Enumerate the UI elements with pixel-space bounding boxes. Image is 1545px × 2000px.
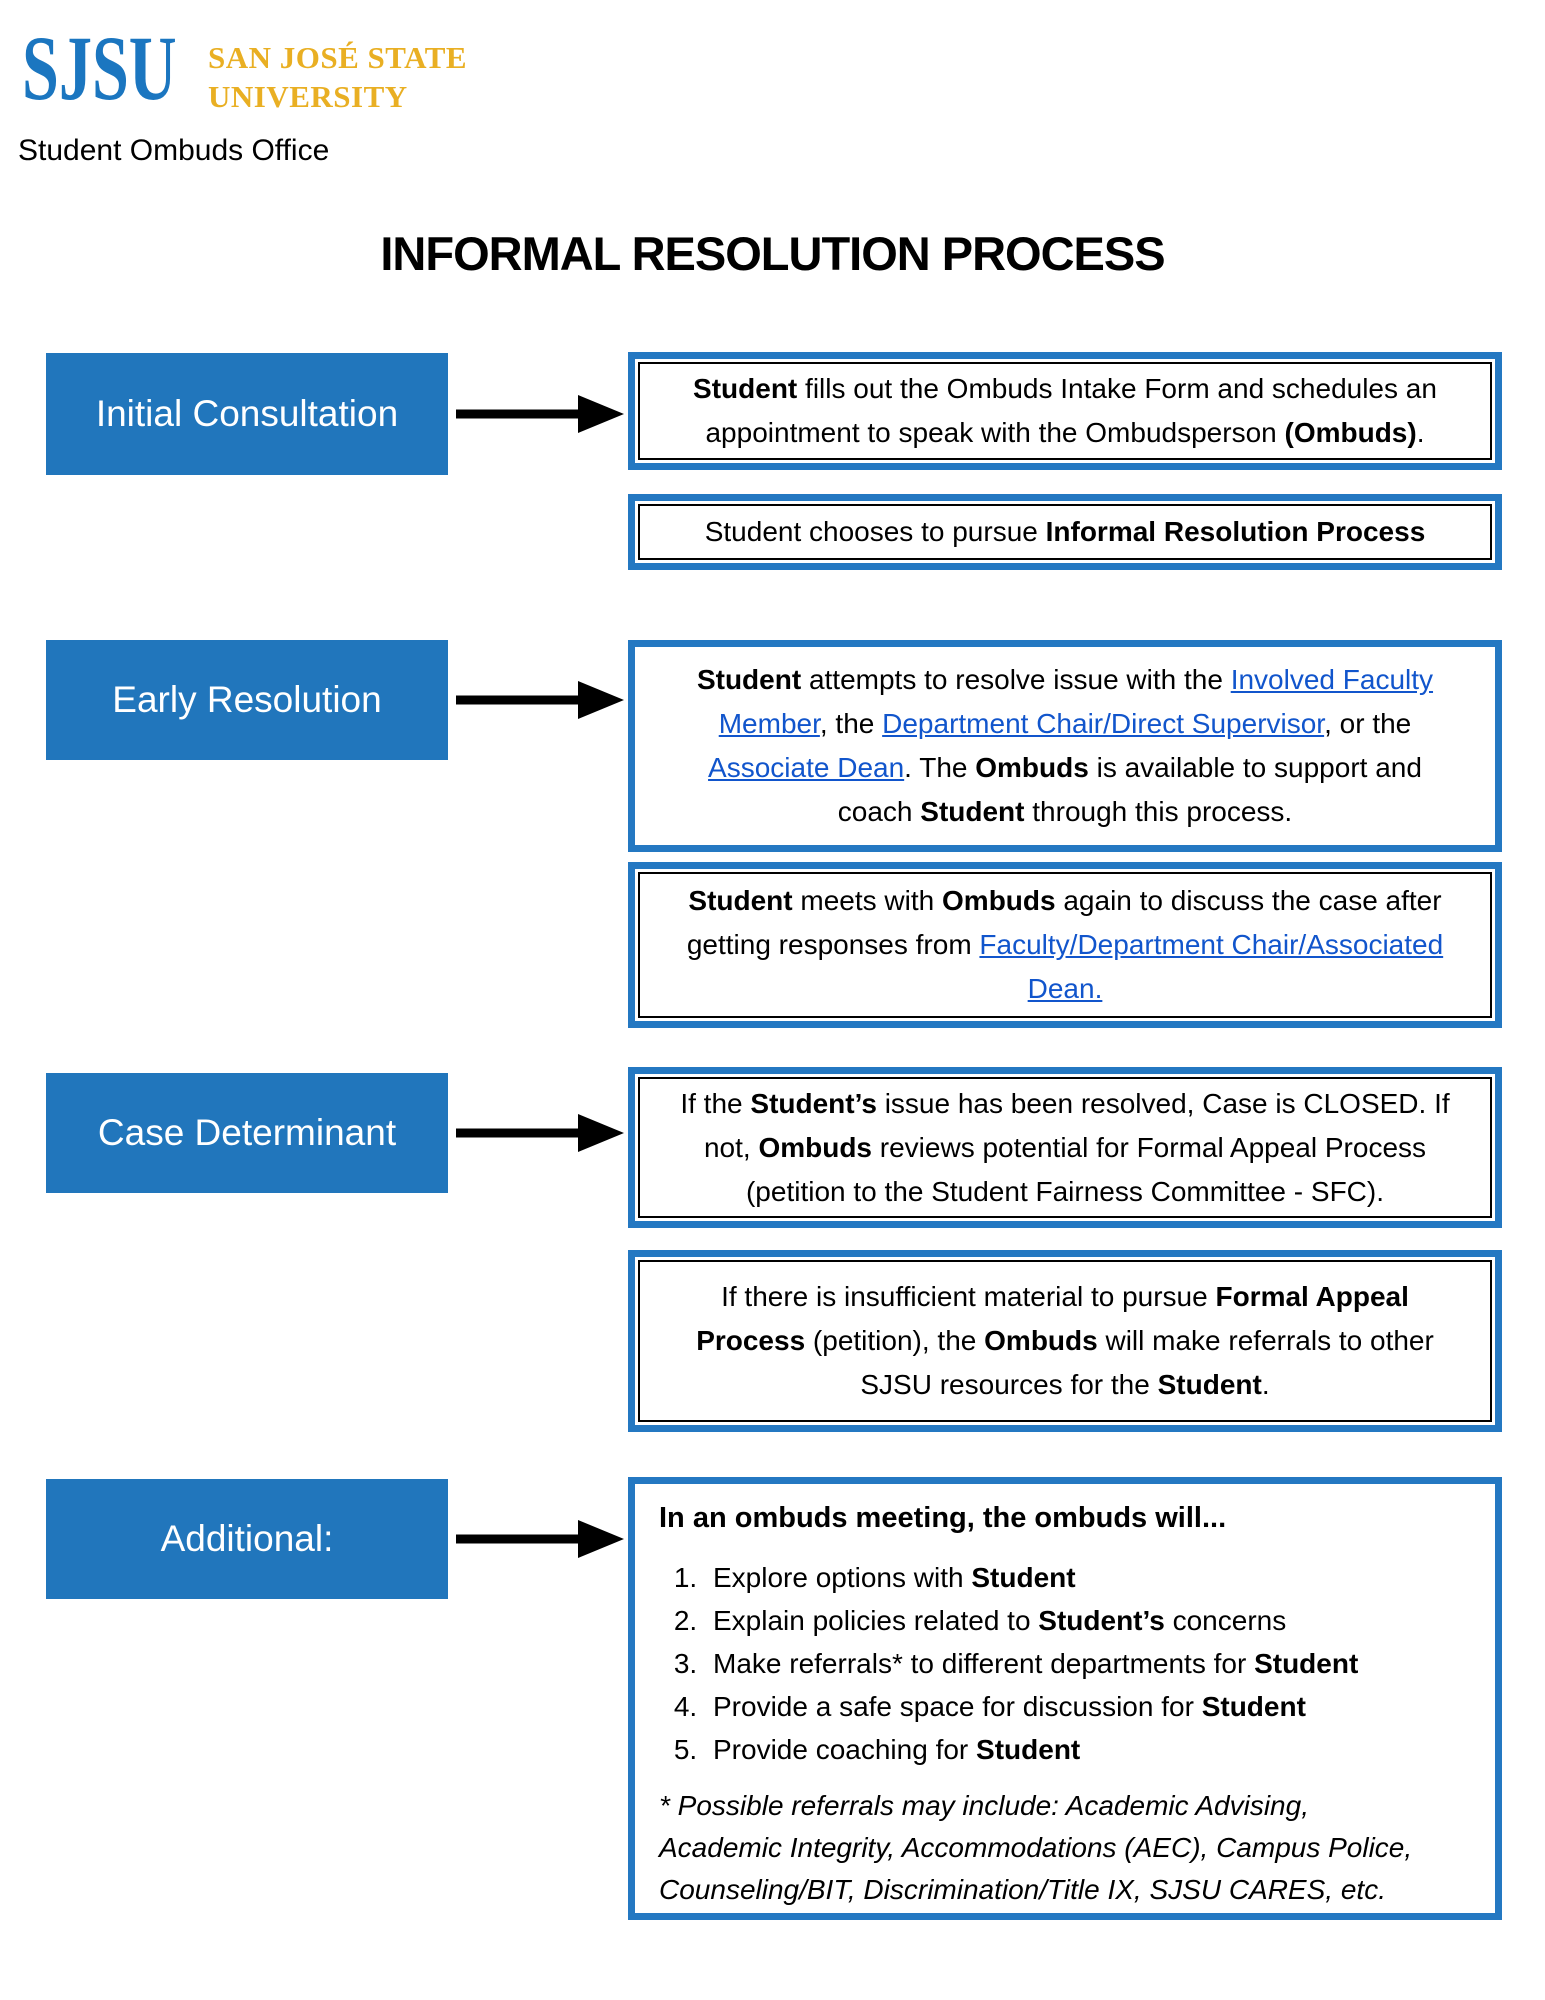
stage-label: Case Determinant xyxy=(97,1112,397,1153)
inline-link[interactable]: Dean. xyxy=(1027,973,1103,1004)
stage-label: Early Resolution xyxy=(112,679,382,720)
flow-arrow-icon xyxy=(456,1114,624,1152)
sjsu-logo: SJSU SAN JOSÉ STATE UNIVERSITY xyxy=(22,17,542,124)
inline-link[interactable]: Department Chair/Direct Supervisor xyxy=(882,708,1325,739)
inline-link[interactable]: Involved Faculty xyxy=(1230,664,1434,695)
stage-early-resolution: Early Resolution xyxy=(46,640,448,760)
office-name: Student Ombuds Office xyxy=(18,134,330,167)
stage-additional: Additional: xyxy=(46,1479,448,1599)
sjsu-logo-wordmark: SAN JOSÉ STATE UNIVERSITY xyxy=(208,38,467,116)
step-case-outcome-box: If the Student’s issue has been resolved… xyxy=(628,1067,1502,1228)
stage-case-determinant: Case Determinant xyxy=(46,1073,448,1193)
step-choose-informal-text: Student chooses to pursue Informal Resol… xyxy=(704,516,1426,547)
step-insufficient-material-box: If there is insufficient material to pur… xyxy=(628,1250,1502,1432)
inline-link[interactable]: Associate Dean xyxy=(708,752,905,783)
ombuds-meeting-header: In an ombuds meeting, the ombuds will... xyxy=(659,1502,1227,1534)
flow-arrow-icon xyxy=(456,681,624,719)
sjsu-logo-name-line2: UNIVERSITY xyxy=(208,79,408,114)
flow-arrow-icon xyxy=(456,395,624,433)
step-meet-ombuds-again-box: Student meets with Ombuds again to discu… xyxy=(628,862,1502,1028)
page-title: INFORMAL RESOLUTION PROCESS xyxy=(380,227,1165,280)
sjsu-logo-name-line1: SAN JOSÉ STATE xyxy=(208,40,468,75)
ombuds-meeting-list-item: Provide a safe space for discussion for … xyxy=(705,1685,1471,1728)
step-early-resolution-attempt-box: Student attempts to resolve issue with t… xyxy=(628,640,1502,852)
step-intake-box: Student fills out the Ombuds Intake Form… xyxy=(628,352,1502,470)
ombuds-meeting-list-item: Explain policies related to Student’s co… xyxy=(705,1599,1471,1642)
additional-info-box: In an ombuds meeting, the ombuds will...… xyxy=(628,1477,1502,1920)
step-meet-ombuds-again-text: Student meets with Ombuds again to discu… xyxy=(686,885,1444,1004)
inline-link[interactable]: Member xyxy=(718,708,820,739)
ombuds-meeting-list-item: Make referrals* to different departments… xyxy=(705,1642,1471,1685)
ombuds-meeting-list: Explore options with StudentExplain poli… xyxy=(659,1556,1471,1771)
sjsu-logo-acronym: SJSU xyxy=(22,17,177,119)
step-choose-informal-box: Student chooses to pursue Informal Resol… xyxy=(628,494,1502,570)
step-intake-text: Student fills out the Ombuds Intake Form… xyxy=(693,373,1437,448)
step-early-resolution-attempt-text: Student attempts to resolve issue with t… xyxy=(696,664,1434,827)
inline-link[interactable]: Faculty/Department Chair/Associated xyxy=(979,929,1444,960)
stage-label: Additional: xyxy=(160,1518,334,1559)
stage-initial-consultation: Initial Consultation xyxy=(46,353,448,475)
step-case-outcome-text: If the Student’s issue has been resolved… xyxy=(680,1087,1450,1207)
ombuds-meeting-list-item: Explore options with Student xyxy=(705,1556,1471,1599)
referrals-footnote: * Possible referrals may include: Academ… xyxy=(659,1790,1413,1905)
stage-label: Initial Consultation xyxy=(95,393,399,434)
ombuds-meeting-list-item: Provide coaching for Student xyxy=(705,1728,1471,1771)
step-insufficient-material-text: If there is insufficient material to pur… xyxy=(696,1281,1434,1400)
flow-arrow-icon xyxy=(456,1520,624,1558)
